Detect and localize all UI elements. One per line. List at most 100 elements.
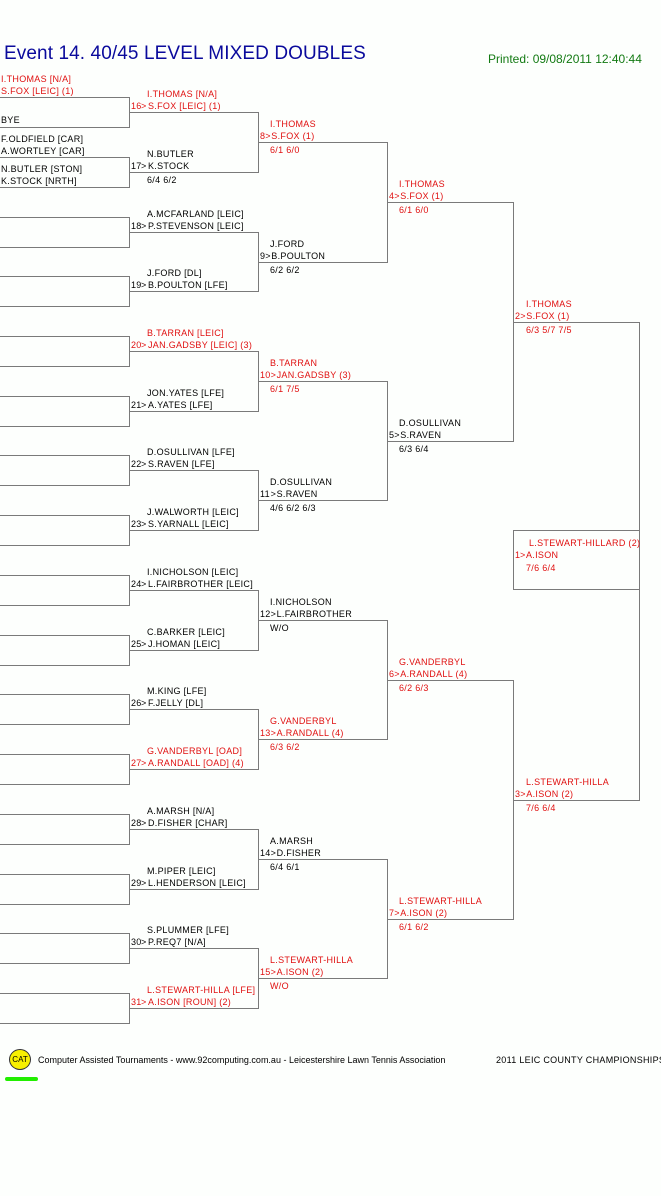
round4-match-number: 7 xyxy=(389,908,395,918)
round3-player1: B.TARRAN xyxy=(270,358,318,368)
round3-line xyxy=(258,262,387,263)
round3-player1: J.FORD xyxy=(270,239,305,249)
r2-line xyxy=(129,769,258,770)
round4-score: 6/3 6/4 xyxy=(399,444,429,454)
draw-position-arrow: > xyxy=(141,221,147,231)
round2-player2: J.HOMAN [LEIC] xyxy=(148,639,221,649)
r2-line xyxy=(129,650,258,651)
r1-line-top xyxy=(0,396,129,397)
round1-entrant: N.BUTLER [STON] xyxy=(1,164,83,174)
round5-line xyxy=(513,800,639,801)
draw-position-arrow: > xyxy=(141,758,147,768)
round4-line xyxy=(387,919,513,920)
r2-line xyxy=(129,172,258,173)
r2-line xyxy=(129,351,258,352)
r2-line xyxy=(129,1008,258,1009)
round2-match-number: 20 xyxy=(131,340,142,350)
champion-match-number: 1 xyxy=(515,550,521,560)
round3-match-number: 9 xyxy=(260,251,266,261)
round2-player1: J.WALWORTH [LEIC] xyxy=(147,507,239,517)
round3-line xyxy=(258,978,387,979)
r1-line-bottom xyxy=(0,724,129,725)
round5-score: 6/3 5/7 7/5 xyxy=(526,325,572,335)
round5-match-number: 2 xyxy=(515,311,521,321)
draw-position-arrow: > xyxy=(141,161,147,171)
round1-entrant: I.THOMAS [N/A] xyxy=(1,74,72,84)
round2-player1: M.PIPER [LEIC] xyxy=(147,866,216,876)
round3-player2: S.FOX (1) xyxy=(271,131,315,141)
r1-line-bottom xyxy=(0,665,129,666)
r1-line-bottom xyxy=(0,784,129,785)
round4-player2: A.ISON (2) xyxy=(400,908,448,918)
draw-position-arrow: > xyxy=(270,370,277,380)
final-box-bottom xyxy=(513,589,639,590)
round2-match-number: 28 xyxy=(131,818,142,828)
draw-position-arrow: > xyxy=(141,997,147,1007)
round4-line xyxy=(387,441,513,442)
round4-player1: I.THOMAS xyxy=(399,179,445,189)
round3-match-number: 15 xyxy=(260,967,271,977)
r1-line-bottom xyxy=(0,545,129,546)
draw-position-arrow: > xyxy=(141,340,147,350)
r2-line xyxy=(129,470,258,471)
round2-player2: D.FISHER [CHAR] xyxy=(148,818,228,828)
round2-player1: M.KING [LFE] xyxy=(147,686,207,696)
round3-player2: S.RAVEN xyxy=(276,489,318,499)
round2-match-number: 22 xyxy=(131,459,142,469)
r2-line xyxy=(129,709,258,710)
draw-position-arrow: > xyxy=(270,848,277,858)
round4-player1: L.STEWART-HILLA xyxy=(399,896,483,906)
r1-line-top xyxy=(0,933,129,934)
round3-line xyxy=(258,620,387,621)
round4-match-number: 6 xyxy=(389,669,395,679)
round2-player2: S.YARNALL [LEIC] xyxy=(148,519,229,529)
round3-line xyxy=(258,142,387,143)
final-box-left xyxy=(513,530,514,590)
round2-player2: A.ISON [ROUN] (2) xyxy=(148,997,232,1007)
r1-line-bottom xyxy=(0,963,129,964)
r2-line xyxy=(129,411,258,412)
round3-player2: L.FAIRBROTHER xyxy=(276,609,353,619)
draw-position-arrow: > xyxy=(141,698,147,708)
r1-line-top xyxy=(0,694,129,695)
round3-player2: D.FISHER xyxy=(276,848,321,858)
round5-player2: A.ISON (2) xyxy=(526,789,574,799)
round2-match-number: 26 xyxy=(131,698,142,708)
round2-player1: S.PLUMMER [LFE] xyxy=(147,925,230,935)
round2-match-number: 29 xyxy=(131,878,142,888)
round4-player1: G.VANDERBYL xyxy=(399,657,466,667)
round3-match-number: 8 xyxy=(260,131,266,141)
r1-line-top xyxy=(0,575,129,576)
round2-player1: D.OSULLIVAN [LFE] xyxy=(147,447,235,457)
round4-match-number: 5 xyxy=(389,430,395,440)
round4-score: 6/1 6/2 xyxy=(399,922,429,932)
round3-player1: D.OSULLIVAN xyxy=(270,477,333,487)
r2-line xyxy=(129,530,258,531)
r1-line-top xyxy=(0,217,129,218)
r1-line-top xyxy=(0,455,129,456)
round3-match-number: 12 xyxy=(260,609,271,619)
round5-player1: L.STEWART-HILLA xyxy=(526,777,610,787)
draw-position-arrow: > xyxy=(394,191,400,201)
r2-line xyxy=(129,232,258,233)
footer-credits: Computer Assisted Tournaments - www.92co… xyxy=(38,1055,446,1065)
draw-position-arrow: > xyxy=(520,311,526,321)
r1-line-bottom xyxy=(0,844,129,845)
round1-entrant: A.WORTLEY [CAR] xyxy=(1,146,85,156)
round5-player2: S.FOX (1) xyxy=(526,311,570,321)
r1-line-top xyxy=(0,993,129,994)
r1-line-bottom xyxy=(0,366,129,367)
round2-match-number: 25 xyxy=(131,639,142,649)
r1-line-top xyxy=(0,276,129,277)
round3-player1: I.NICHOLSON xyxy=(270,597,332,607)
round5-line xyxy=(513,322,639,323)
round3-match-number: 14 xyxy=(260,848,271,858)
round2-match-number: 18 xyxy=(131,221,142,231)
r1-line-top xyxy=(0,336,129,337)
round4-player2: S.RAVEN xyxy=(400,430,442,440)
r1-line-bottom xyxy=(0,485,129,486)
round1-entrant: F.OLDFIELD [CAR] xyxy=(1,134,84,144)
r1-line-top xyxy=(0,814,129,815)
round3-score: W/O xyxy=(270,981,289,991)
event-title: Event 14. 40/45 LEVEL MIXED DOUBLES xyxy=(4,43,366,64)
